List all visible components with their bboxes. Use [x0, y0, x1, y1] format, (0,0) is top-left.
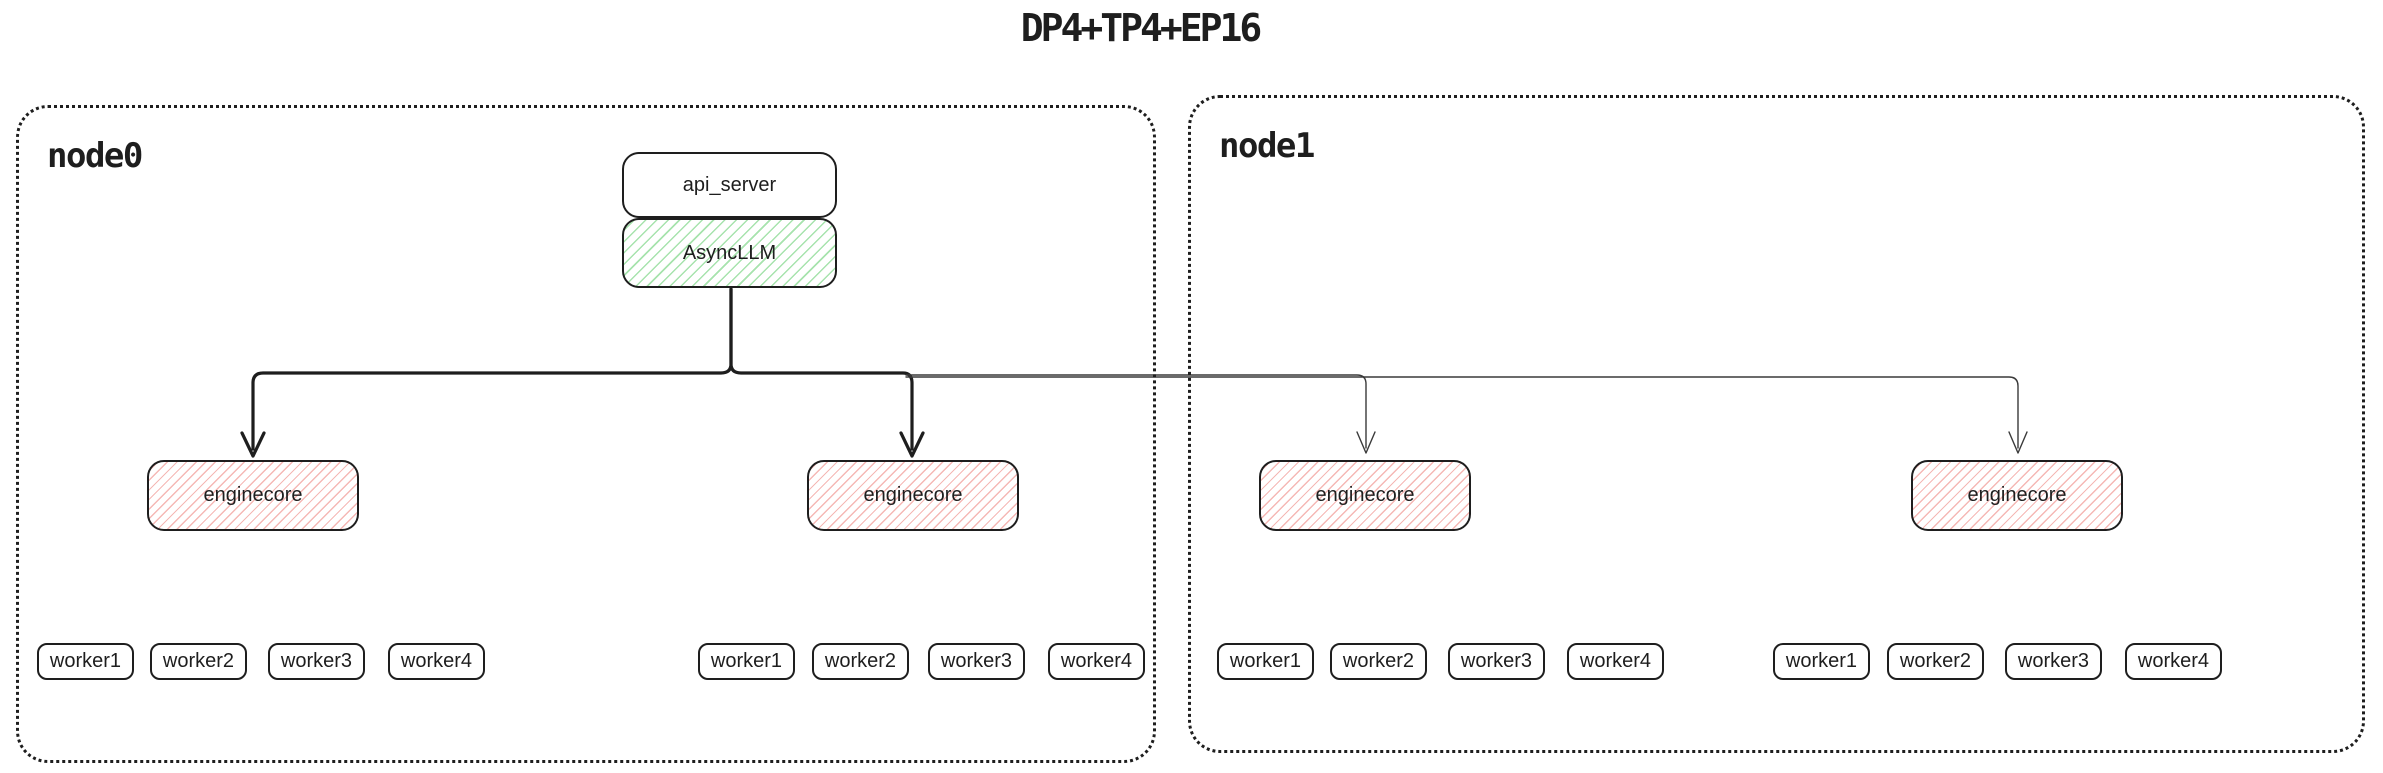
- worker-box: worker2: [150, 643, 247, 680]
- diagram-title: DP4+TP4+EP16: [1020, 6, 1263, 50]
- enginecore-box-node0-1: enginecore: [147, 460, 359, 531]
- worker-box: worker4: [1567, 643, 1664, 680]
- worker-box: worker3: [928, 643, 1025, 680]
- worker-box: worker2: [812, 643, 909, 680]
- worker-box: worker4: [1048, 643, 1145, 680]
- node0-container: node0: [16, 105, 1156, 763]
- worker-box: worker4: [388, 643, 485, 680]
- worker-box: worker1: [698, 643, 795, 680]
- node1-label: node1: [1219, 126, 1315, 166]
- asyncllm-box: AsyncLLM: [622, 218, 837, 288]
- enginecore-box-node1-2: enginecore: [1911, 460, 2123, 531]
- worker-box: worker3: [2005, 643, 2102, 680]
- worker-box: worker2: [1887, 643, 1984, 680]
- worker-box: worker4: [2125, 643, 2222, 680]
- worker-box: worker1: [37, 643, 134, 680]
- enginecore-box-node1-1: enginecore: [1259, 460, 1471, 531]
- worker-box: worker2: [1330, 643, 1427, 680]
- api-server-box: api_server: [622, 152, 837, 218]
- worker-box: worker1: [1217, 643, 1314, 680]
- enginecore-box-node0-2: enginecore: [807, 460, 1019, 531]
- node0-label: node0: [47, 136, 143, 176]
- worker-box: worker3: [1448, 643, 1545, 680]
- node1-container: node1: [1188, 95, 2365, 753]
- worker-box: worker1: [1773, 643, 1870, 680]
- worker-box: worker3: [268, 643, 365, 680]
